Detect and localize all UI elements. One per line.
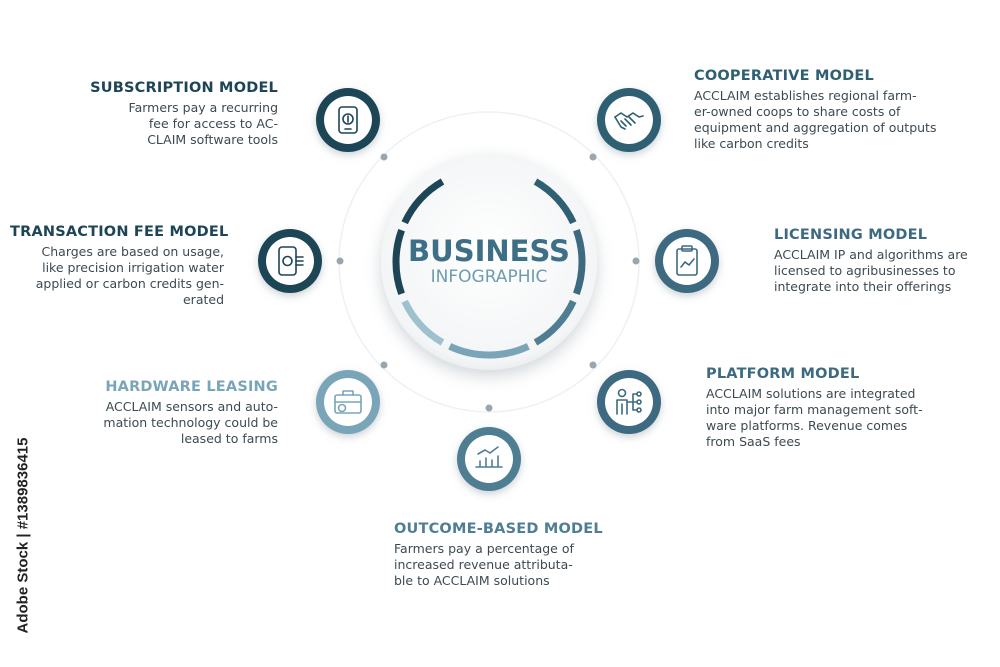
hub-ring-segment	[573, 229, 586, 295]
model-transaction: TRANSACTION FEE MODEL Charges are based …	[10, 224, 229, 308]
model-transaction-text: Charges are based on usage, like precisi…	[35, 244, 224, 307]
stock-id-label: Adobe Stock | #1389836415	[14, 437, 32, 634]
hub-ring-segment	[401, 178, 445, 225]
connector-dot-cooperative	[589, 153, 597, 161]
model-cooperative-text: ACCLAIM establishes regional farm- er-ow…	[694, 88, 937, 151]
connector-dot-platform	[589, 361, 597, 369]
model-platform: PLATFORM MODEL ACCLAIM solutions are int…	[706, 366, 976, 450]
node-platform	[597, 370, 661, 434]
model-subscription-title: SUBSCRIPTION MODEL	[90, 80, 278, 96]
hub-subtitle: INFOGRAPHIC	[431, 267, 548, 287]
model-cooperative-title: COOPERATIVE MODEL	[694, 68, 874, 84]
hub-title: BUSINESS	[408, 234, 570, 268]
model-outcome-title: OUTCOME-BASED MODEL	[394, 521, 603, 537]
hub: BUSINESS INFOGRAPHIC	[381, 154, 597, 370]
model-cooperative: COOPERATIVE MODEL ACCLAIM establishes re…	[694, 68, 974, 152]
model-subscription-text: Farmers pay a recurring fee for access t…	[128, 100, 278, 147]
node-outcome	[457, 427, 521, 491]
node-cooperative	[597, 88, 661, 152]
model-platform-title: PLATFORM MODEL	[706, 366, 860, 382]
phone-payment-icon	[278, 246, 304, 276]
connector-dot-licensing	[632, 257, 640, 265]
connector-dot-outcome	[485, 404, 493, 412]
model-hardware-title: HARDWARE LEASING	[105, 379, 278, 395]
growth-chart-icon	[475, 446, 503, 468]
node-subscription	[316, 88, 380, 152]
handshake-icon	[614, 112, 644, 130]
model-licensing-title: LICENSING MODEL	[774, 227, 928, 243]
person-network-icon	[616, 388, 642, 415]
connector-dot-subscription	[380, 153, 388, 161]
model-subscription: SUBSCRIPTION MODEL Farmers pay a recurri…	[80, 80, 278, 148]
hub-disc	[381, 154, 597, 370]
model-transaction-title: TRANSACTION FEE MODEL	[10, 224, 229, 240]
model-platform-text: ACCLAIM solutions are integrated into ma…	[706, 386, 923, 449]
model-nodes	[258, 88, 719, 491]
model-outcome: OUTCOME-BASED MODEL Farmers pay a percen…	[394, 521, 614, 589]
phone-dollar-icon	[338, 106, 358, 134]
node-transaction	[258, 229, 322, 293]
model-hardware: HARDWARE LEASING ACCLAIM sensors and aut…	[60, 379, 278, 447]
model-licensing-text: ACCLAIM IP and algorithms are licensed t…	[774, 247, 968, 294]
hub-ring-segments	[392, 178, 586, 359]
model-licensing: LICENSING MODEL ACCLAIM IP and algorithm…	[774, 227, 994, 295]
hub-ring-segment	[401, 299, 445, 346]
clipboard-chart-icon	[676, 245, 698, 276]
model-outcome-text: Farmers pay a percentage of increased re…	[394, 541, 574, 588]
connector-dot-hardware	[380, 361, 388, 369]
node-licensing	[655, 229, 719, 293]
hub-ring-segment	[533, 299, 577, 346]
hub-ring-segment	[533, 178, 577, 225]
node-hardware	[316, 370, 380, 434]
briefcase-gear-icon	[334, 390, 362, 414]
hub-ring-segment	[392, 229, 405, 295]
connector-dot-transaction	[336, 257, 344, 265]
model-hardware-text: ACCLAIM sensors and auto- mation technol…	[103, 399, 278, 446]
hub-ring-segment	[448, 343, 530, 359]
connector-dots	[336, 153, 640, 412]
